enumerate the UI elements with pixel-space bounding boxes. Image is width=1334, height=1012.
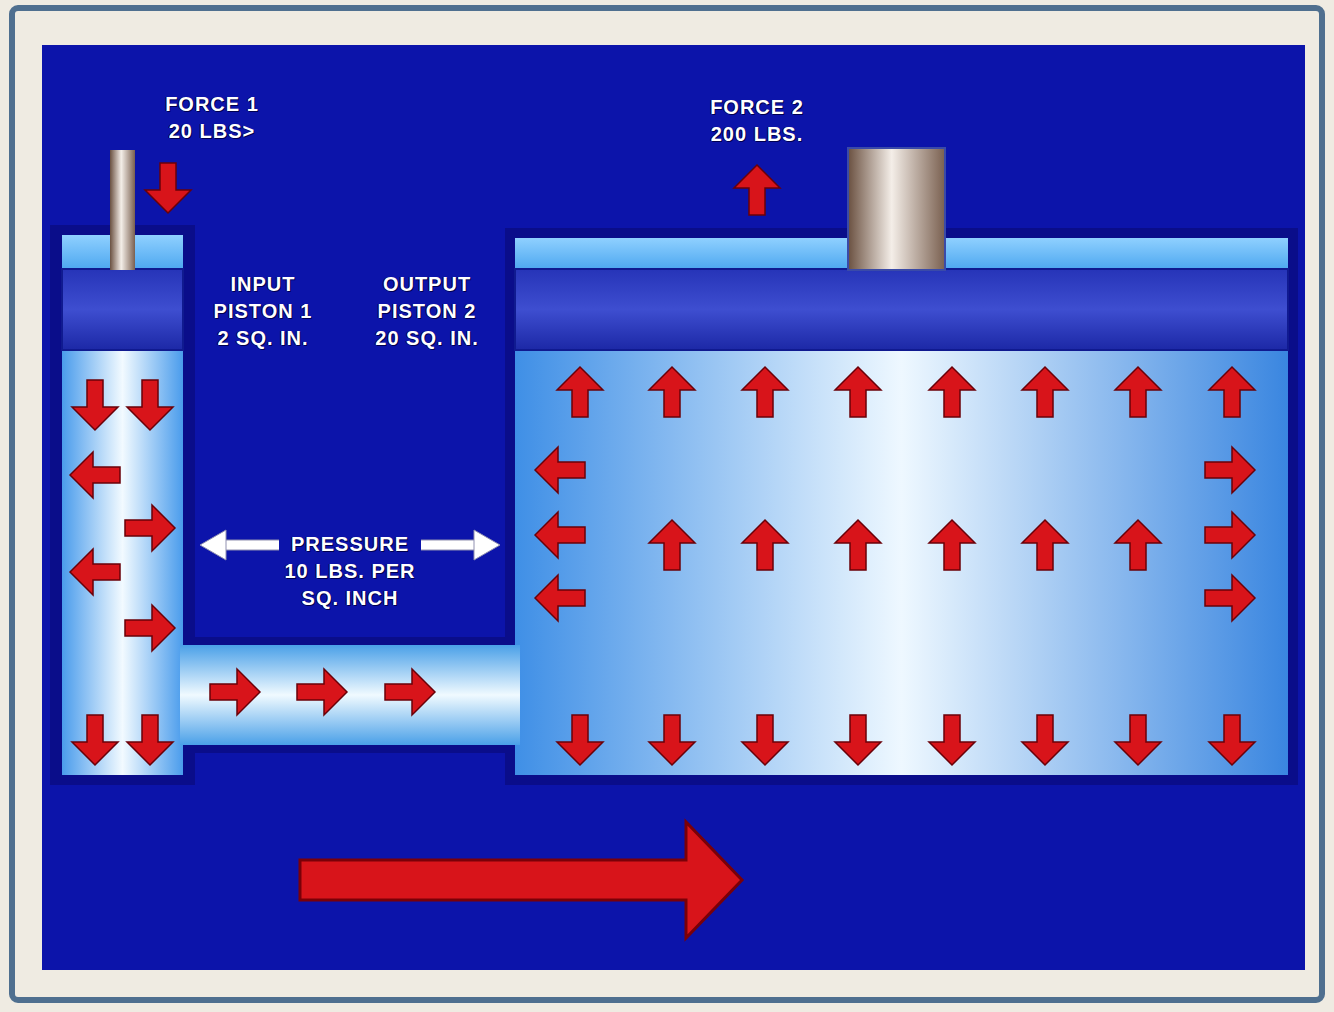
force-arrow: [72, 380, 118, 430]
force-arrow: [734, 165, 780, 215]
output-cylinder-wall: [505, 228, 1298, 785]
force-arrow: [1115, 367, 1161, 417]
pressure-label: PRESSURE 10 LBS. PER SQ. INCH: [279, 531, 421, 612]
flow-direction-arrow: [300, 822, 742, 938]
force-label: FORCE 1 20 LBS>: [164, 91, 260, 145]
force-arrow: [929, 367, 975, 417]
force-arrow: [742, 715, 788, 765]
force-arrow: [297, 669, 347, 715]
output-rod: [848, 148, 945, 270]
force-arrow: [210, 669, 260, 715]
force-arrow: [649, 520, 695, 570]
force-arrow: [649, 367, 695, 417]
force-arrow: [835, 520, 881, 570]
pressure-arrow-head: [200, 530, 226, 560]
force-label: FORCE 2 200 LBS.: [709, 94, 805, 148]
force-arrow: [1115, 715, 1161, 765]
force-arrow: [929, 520, 975, 570]
force-arrow: [127, 715, 173, 765]
force-arrow: [1205, 447, 1255, 493]
force-arrow: [835, 367, 881, 417]
input-cylinder-wall: [50, 225, 195, 785]
force-arrow: [1209, 715, 1255, 765]
force-arrow: [1022, 367, 1068, 417]
force-arrow: [70, 452, 120, 498]
frame: [12, 8, 1322, 1000]
force-arrow: [70, 549, 120, 595]
force-arrow: [72, 715, 118, 765]
force-arrow: [835, 715, 881, 765]
force-arrow: [385, 669, 435, 715]
force-arrow: [535, 575, 585, 621]
force-arrow: [649, 715, 695, 765]
force-arrow: [535, 512, 585, 558]
force-arrow: [127, 380, 173, 430]
force-arrows: [70, 163, 1255, 765]
connecting-pipe: [180, 645, 520, 745]
force-arrow: [1115, 520, 1161, 570]
force-arrow: [742, 367, 788, 417]
force-arrow: [557, 367, 603, 417]
force-arrow: [929, 715, 975, 765]
piston-label: OUTPUT PISTON 2 20 SQ. IN.: [374, 271, 480, 352]
force-arrow: [1205, 575, 1255, 621]
force-arrow: [557, 715, 603, 765]
force-arrow: [1022, 520, 1068, 570]
input-rod: [110, 150, 135, 270]
force-arrow: [742, 520, 788, 570]
ground: [42, 45, 1305, 970]
output-cylinder-fluid: [515, 238, 1288, 775]
input-cylinder-fluid: [62, 235, 183, 775]
piston-label: INPUT PISTON 1 2 SQ. IN.: [213, 271, 314, 352]
force-arrow: [1022, 715, 1068, 765]
output-piston: [515, 269, 1288, 350]
force-arrow: [125, 505, 175, 551]
force-arrow: [125, 605, 175, 651]
input-piston: [62, 269, 183, 350]
pressure-arrow-head: [474, 530, 500, 560]
force-arrow: [1205, 512, 1255, 558]
force-arrow: [1209, 367, 1255, 417]
force-arrow: [535, 447, 585, 493]
force-arrow: [145, 163, 191, 213]
